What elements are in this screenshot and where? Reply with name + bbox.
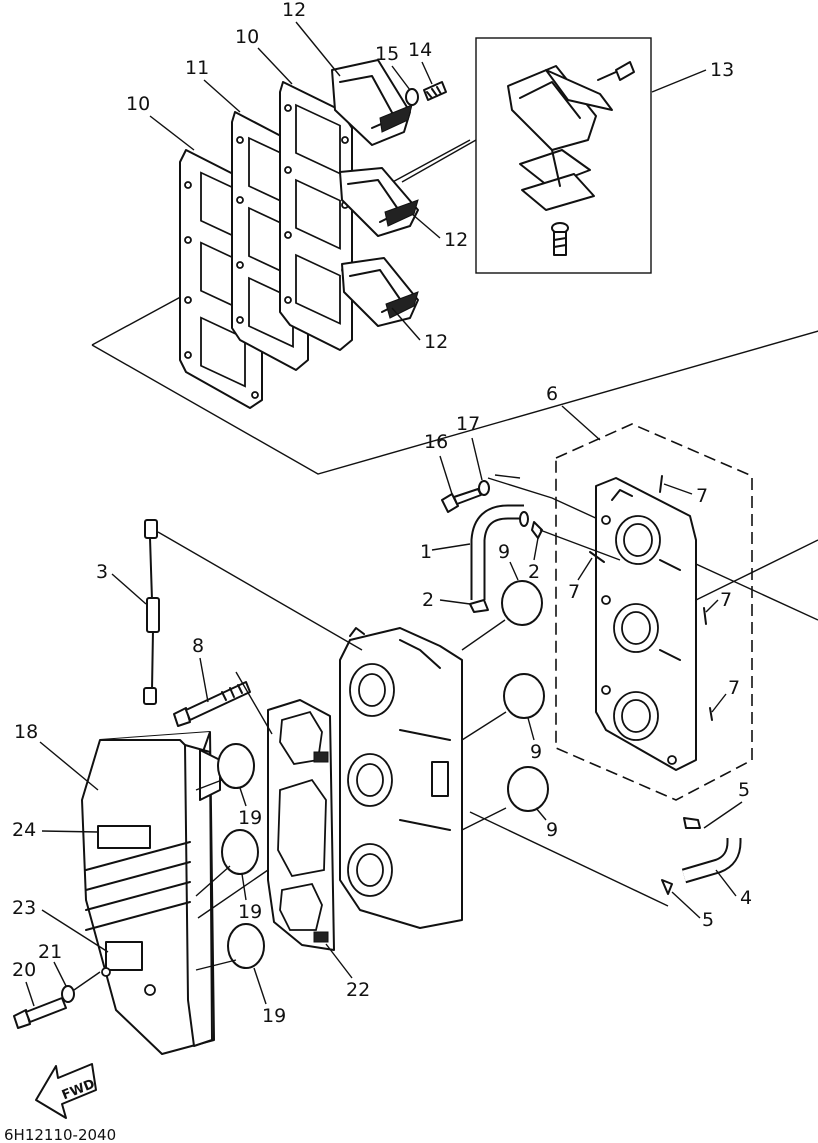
o-ring-19-bottom xyxy=(227,923,265,969)
callout-19-bottom: 19 xyxy=(262,1005,286,1027)
callout-3: 3 xyxy=(96,561,108,583)
reed-valve-assembly-middle xyxy=(339,167,419,237)
fuel-hose-1 xyxy=(470,504,529,600)
callout-12-lower: 12 xyxy=(424,331,448,353)
callout-24: 24 xyxy=(12,819,36,841)
hose-clip-2-lower xyxy=(469,599,489,613)
callout-5-upper: 5 xyxy=(738,779,750,801)
reed-plate-gasket-rear xyxy=(279,81,353,351)
callout-19-middle: 19 xyxy=(238,901,262,923)
leader-gasket-9 xyxy=(461,619,507,831)
bolt-8 xyxy=(173,681,251,727)
link-rod-3 xyxy=(143,519,160,705)
intake-silencer-18 xyxy=(81,731,221,1055)
hose-clip-5-lower xyxy=(661,879,673,895)
callout-2-lower: 2 xyxy=(422,589,434,611)
callout-10-rear: 10 xyxy=(235,26,259,48)
callout-10-front: 10 xyxy=(126,93,150,115)
fwd-direction-arrow: FWD xyxy=(35,1063,97,1119)
carb-gasket-9-bottom xyxy=(507,766,549,812)
bolt-20 xyxy=(13,997,67,1029)
callouts: 12 10 11 10 15 14 13 12 12 6 16 17 xyxy=(12,0,752,1027)
callout-6: 6 xyxy=(546,383,558,405)
callout-9-bottom: 9 xyxy=(546,819,558,841)
leader-manifold xyxy=(539,529,818,601)
hose-4 xyxy=(681,838,742,884)
carb-gasket-9-top xyxy=(501,580,543,626)
reed-valve-inset-box xyxy=(401,37,652,274)
carburetor-assembly xyxy=(339,627,463,929)
callout-12-middle: 12 xyxy=(444,229,468,251)
callout-20: 20 xyxy=(12,959,36,981)
callout-23: 23 xyxy=(12,897,36,919)
o-ring-19-top xyxy=(217,743,255,789)
washer-15 xyxy=(405,88,419,106)
screw-7-a xyxy=(659,475,663,493)
reed-valve-assembly-upper xyxy=(331,59,413,146)
leader-washer-17 xyxy=(494,474,521,479)
leader-lower xyxy=(469,811,669,907)
callout-4: 4 xyxy=(740,887,752,909)
callout-11: 11 xyxy=(185,57,209,79)
carb-gasket-9-middle xyxy=(503,673,545,719)
callout-12-top: 12 xyxy=(282,0,306,21)
callout-21: 21 xyxy=(38,941,62,963)
callout-14: 14 xyxy=(408,39,432,61)
hose-clip-5-upper xyxy=(683,817,701,829)
callout-7-a: 7 xyxy=(696,485,708,507)
leader-link-rod xyxy=(157,531,363,651)
carb-mount-gasket-22 xyxy=(267,699,335,951)
leader-o-rings xyxy=(195,779,269,971)
callout-9-top: 9 xyxy=(498,541,510,563)
callout-7-d: 7 xyxy=(728,677,740,699)
callout-7-c: 7 xyxy=(720,589,732,611)
diagram-code: 6H12110-2040 xyxy=(4,1126,116,1143)
screw-7-b xyxy=(589,551,605,563)
callout-5-lower: 5 xyxy=(702,909,714,931)
o-ring-19-middle xyxy=(221,829,259,875)
reed-valve-assembly-lower xyxy=(341,257,419,327)
washer-21 xyxy=(61,985,75,1003)
bolt-14 xyxy=(423,81,447,101)
screw-7-d xyxy=(709,707,713,721)
leader-bolt-8 xyxy=(235,671,273,735)
screw-7-c xyxy=(703,607,707,625)
intake-manifold-group-6 xyxy=(555,423,753,801)
inset-screw-icon xyxy=(551,222,569,256)
manifold-dashed-outline xyxy=(555,423,753,801)
callout-2-upper: 2 xyxy=(528,561,540,583)
leader-bolt-16 xyxy=(487,477,818,621)
callout-8: 8 xyxy=(192,635,204,657)
callout-15: 15 xyxy=(375,43,399,65)
callout-17: 17 xyxy=(456,413,480,435)
inset-bolt-icon xyxy=(597,61,635,81)
callout-16: 16 xyxy=(424,431,448,453)
callout-18: 18 xyxy=(14,721,38,743)
callout-9-middle: 9 xyxy=(530,741,542,763)
callout-13: 13 xyxy=(710,59,734,81)
callout-19-top: 19 xyxy=(238,807,262,829)
callout-7-b: 7 xyxy=(568,581,580,603)
bolt-16 xyxy=(441,488,482,513)
callout-22: 22 xyxy=(346,979,370,1001)
callout-1: 1 xyxy=(420,541,432,563)
washer-17 xyxy=(478,480,490,496)
leader-bolt-20 xyxy=(73,971,101,991)
